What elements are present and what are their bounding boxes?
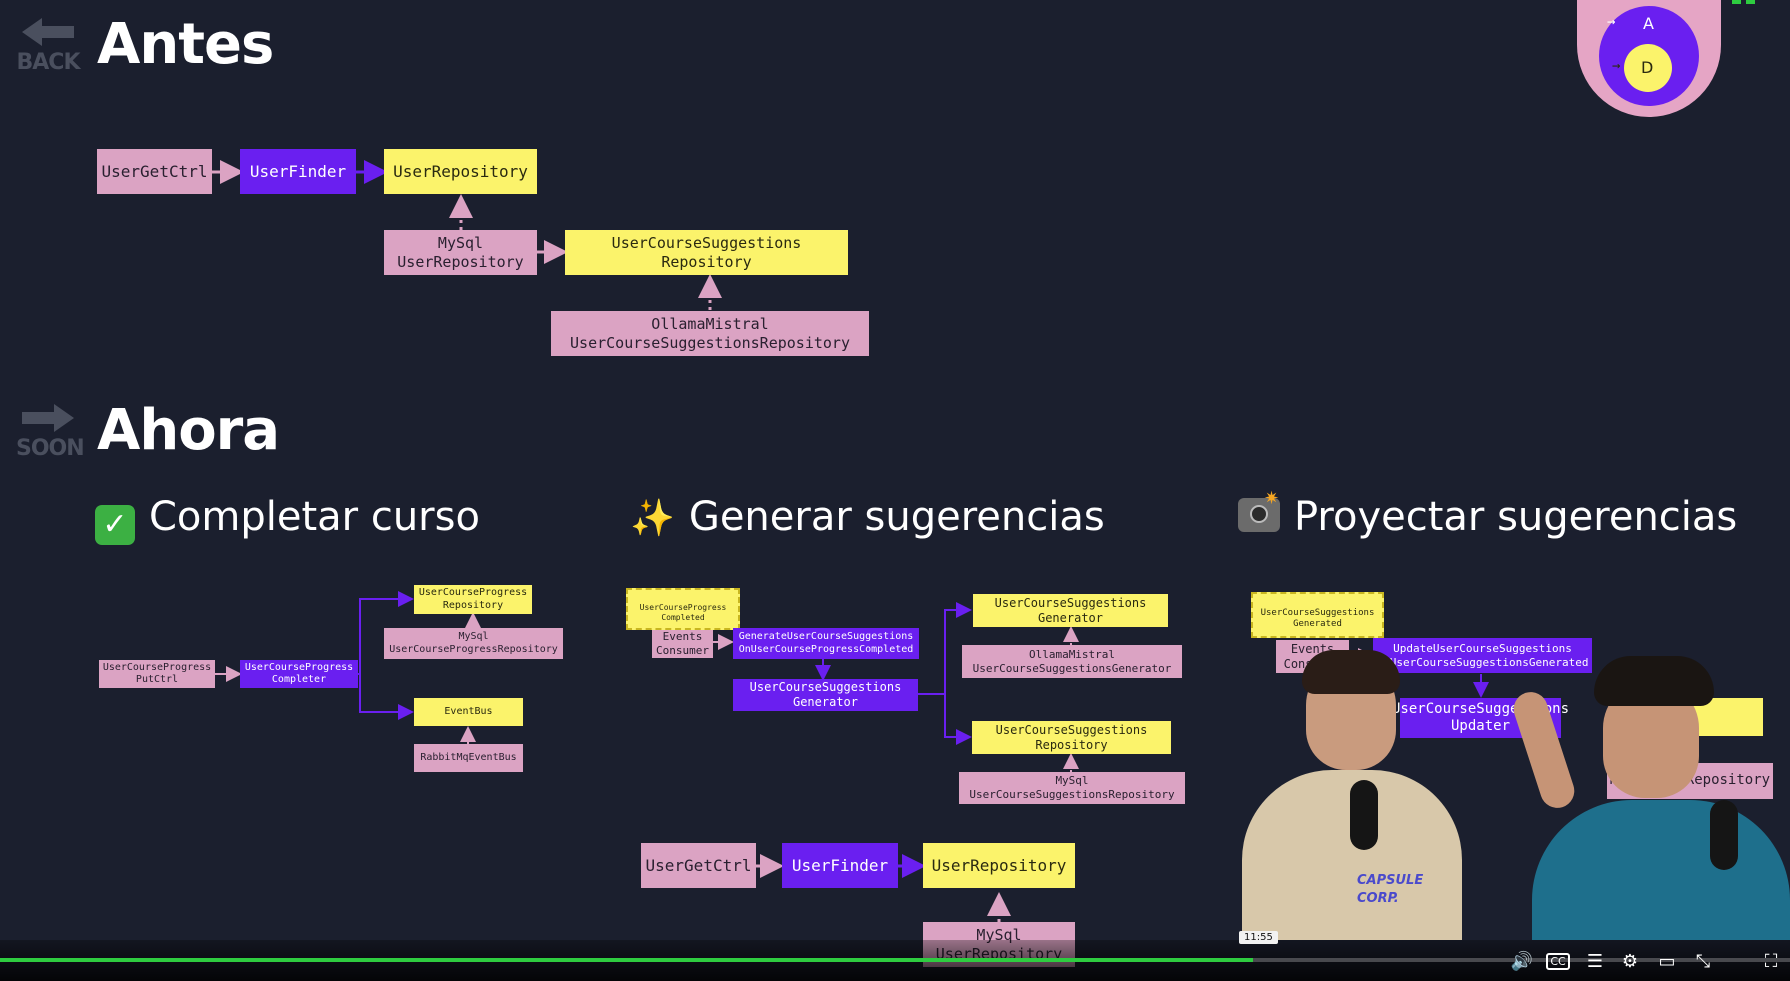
arrow-left-icon [22, 18, 74, 46]
completar-repo-box: UserCourseProgress Repository [414, 585, 532, 614]
generar-mysql-box: MySql UserCourseSuggestionsRepository [959, 772, 1185, 804]
microphone-left-icon [1350, 780, 1378, 850]
check-mark-icon: ✓ [95, 505, 135, 545]
back-nav[interactable]: BACK [16, 16, 81, 75]
transcript-icon[interactable]: ☰ [1586, 951, 1604, 972]
heading-antes: Antes [97, 12, 274, 77]
generar-repo-box: UserCourseSuggestions Repository [972, 721, 1171, 754]
presenter-shirt-right [1532, 800, 1790, 940]
presenter-hair-left [1302, 650, 1400, 694]
progress-fill [0, 958, 1253, 962]
microphone-right-icon [1710, 800, 1738, 870]
section-title: Completar curso [149, 494, 480, 540]
camera-flash-icon: ✷ [1238, 488, 1280, 532]
generar-gen-interface-box: UserCourseSuggestions Generator [973, 594, 1168, 627]
presenter-hair-right [1594, 656, 1714, 706]
generar-subscriber-box: GenerateUserCourseSuggestions OnUserCour… [733, 628, 919, 659]
presenter-hand-right [1509, 687, 1579, 813]
bottom-ctrl-box: UserGetCtrl [641, 843, 756, 888]
exit-fullscreen-icon[interactable]: ⤡ [1695, 951, 1711, 972]
proyectar-event-box: UserCourseSuggestions Generated [1251, 592, 1384, 638]
webcam-overlay: CAPSULE CORP. [1232, 650, 1790, 940]
section-proyectar: ✷ Proyectar sugerencias [1238, 488, 1738, 540]
antes-finder-box: UserFinder [240, 149, 356, 194]
proyectar-subscriber-box: UpdateUserCourseSuggestions OnUserCourse… [1373, 638, 1592, 673]
progress-track[interactable] [0, 958, 1790, 962]
settings-icon[interactable]: ⚙ [1621, 951, 1639, 972]
antes-mysql-box: MySql UserRepository [384, 230, 537, 275]
logo-arrow-d-icon: → [1612, 58, 1621, 74]
soon-nav[interactable]: SOON [16, 402, 85, 461]
logo-letter-a: A [1643, 14, 1654, 33]
corner-accent [1746, 0, 1755, 4]
heading-ahora: Ahora [97, 398, 280, 463]
completar-rabbit-box: RabbitMqEventBus [414, 744, 523, 772]
generar-ollama-box: OllamaMistral UserCourseSuggestionsGener… [962, 645, 1182, 678]
time-tooltip: 11:55 [1239, 931, 1278, 944]
bottom-repo-box: UserRepository [923, 843, 1075, 888]
fullscreen-icon[interactable]: ⛶ [1764, 951, 1778, 972]
section-completar: ✓ Completar curso [95, 494, 480, 545]
generar-consumer-box: Events Consumer [652, 630, 713, 658]
logo-core-circle [1624, 44, 1672, 92]
antes-repo-box: UserRepository [384, 149, 537, 194]
antes-sugg-repo-box: UserCourseSuggestions Repository [565, 230, 848, 275]
generar-generator-box: UserCourseSuggestions Generator [733, 679, 918, 711]
soon-label: SOON [16, 436, 85, 461]
antes-ollama-box: OllamaMistral UserCourseSuggestionsRepos… [551, 311, 869, 356]
back-label: BACK [16, 50, 81, 75]
section-generar: ✨ Generar sugerencias [630, 494, 1105, 540]
miniplayer-icon[interactable]: ▭ [1658, 951, 1676, 972]
captions-icon[interactable]: CC [1543, 947, 1573, 977]
logo-arrow-a-icon: → [1607, 14, 1616, 30]
completar-mysql-box: MySql UserCourseProgressRepository [384, 628, 563, 659]
channel-logo: A D → → [1577, 0, 1721, 117]
antes-ctrl-box: UserGetCtrl [97, 149, 212, 194]
logo-letter-d: D [1641, 58, 1654, 77]
section-title: Proyectar sugerencias [1294, 494, 1738, 540]
corner-accent [1732, 0, 1741, 4]
section-title: Generar sugerencias [688, 494, 1105, 540]
hoodie-logo: CAPSULE CORP. [1357, 873, 1424, 906]
generar-event-box: UserCourseProgress Completed [626, 588, 740, 630]
completar-completer-box: UserCourseProgress Completer [240, 660, 358, 688]
completar-ctrl-box: UserCourseProgress PutCtrl [99, 660, 215, 688]
volume-icon[interactable]: 🔊 [1510, 951, 1534, 972]
completar-eventbus-box: EventBus [414, 698, 523, 726]
arrow-right-icon [22, 404, 74, 432]
sparkles-icon: ✨ [630, 498, 675, 539]
bottom-finder-box: UserFinder [782, 843, 898, 888]
